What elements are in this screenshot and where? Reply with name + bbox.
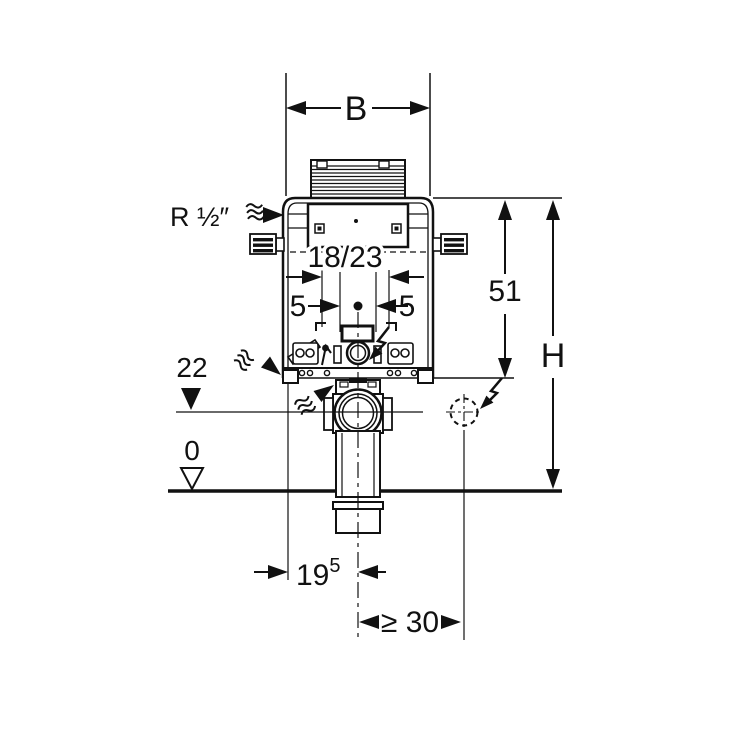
depth-label: 18/23 xyxy=(307,241,382,274)
offset-right-label: 5 xyxy=(399,290,416,323)
floor-level-label: 0 xyxy=(184,435,200,466)
flow-arrow-icon xyxy=(261,356,281,375)
frame-foot-right xyxy=(417,369,434,384)
arrowhead-icon xyxy=(498,358,512,378)
dimension-cistern-height-51: 51 xyxy=(488,200,522,378)
width-label: B xyxy=(345,90,368,128)
water-supply-callout: R ½″ xyxy=(170,202,284,232)
arrowhead-icon xyxy=(441,615,461,629)
arrowhead-icon xyxy=(498,200,512,220)
electrical-connection-icon xyxy=(446,394,482,430)
shaft-ribs xyxy=(312,165,404,195)
fixing-plate-left xyxy=(292,342,319,365)
float-detail xyxy=(321,343,332,366)
arrowhead-icon xyxy=(302,270,322,284)
arrowhead-icon xyxy=(546,200,560,220)
offset-left-label: 5 xyxy=(290,290,307,323)
power-flash-icon xyxy=(369,326,390,360)
panel-clip-left xyxy=(314,223,325,234)
arrowhead-icon xyxy=(359,615,379,629)
supply-label: R ½″ xyxy=(170,202,230,232)
wall-anchor-left xyxy=(249,233,285,255)
dimension-clearance-30: ≥ 30 xyxy=(359,606,461,639)
arrowhead-icon xyxy=(358,565,378,579)
bend-flange-right xyxy=(382,397,393,431)
level-triangle-icon xyxy=(181,388,201,410)
water-flow-icon xyxy=(245,203,265,221)
clearance-label: ≥ 30 xyxy=(381,606,439,639)
arrowhead-right-icon xyxy=(410,101,430,115)
arrowhead-left-icon xyxy=(286,101,306,115)
outlet-level-label: 22 xyxy=(176,352,207,383)
arrowhead-icon xyxy=(268,565,288,579)
shaft-notch xyxy=(378,160,390,169)
arrowhead-icon xyxy=(546,469,560,489)
outlet-offset-label: 195 xyxy=(296,555,341,592)
dimension-offset-right-5: 5 xyxy=(375,272,416,332)
dimension-depth-18-23: 18/23 xyxy=(286,238,424,327)
inspection-panel xyxy=(306,202,410,249)
supply-arrow-icon xyxy=(263,207,284,223)
cistern-mechanism xyxy=(286,322,414,366)
cistern-height-label: 51 xyxy=(488,275,521,308)
panel-center-mark xyxy=(354,219,358,223)
dimension-offset-left-5: 5 xyxy=(290,272,341,332)
frame-foot-left xyxy=(282,369,299,384)
center-point xyxy=(353,301,363,311)
power-flash-icon xyxy=(480,377,503,409)
rail-holes xyxy=(298,369,418,377)
total-height-label: H xyxy=(541,337,566,375)
bend-flange-left xyxy=(323,397,334,431)
access-shaft xyxy=(310,159,406,199)
panel-clip-right xyxy=(391,223,402,234)
shaft-notch xyxy=(316,160,328,169)
wall-anchor-right xyxy=(432,233,468,255)
fixing-plate-right xyxy=(387,342,414,365)
arrowhead-icon xyxy=(376,299,396,313)
arrowhead-icon xyxy=(320,299,340,313)
arrowhead-icon xyxy=(389,270,409,284)
dimension-total-height-H: H xyxy=(541,200,566,489)
water-flow-icon xyxy=(233,349,281,375)
flow-arrow-icon xyxy=(313,385,334,402)
outlet-level-22: 22 xyxy=(176,352,208,410)
dimension-outlet-offset-19-5: 195 xyxy=(254,555,386,592)
level-zero-triangle-icon xyxy=(179,467,205,492)
dimension-width-B: B xyxy=(285,73,431,196)
